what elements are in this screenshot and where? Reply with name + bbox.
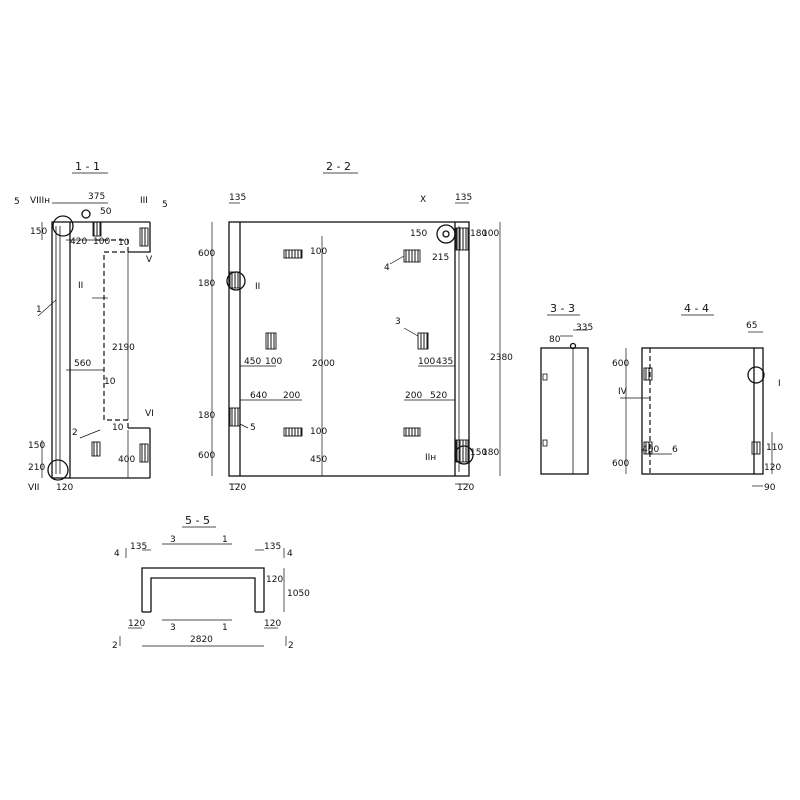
- label: 6: [672, 445, 678, 455]
- label: 10: [112, 423, 124, 433]
- label: 640: [250, 391, 267, 401]
- label: VII: [28, 483, 39, 493]
- section-5-5: 5 - 5 4 135 3 1 135 4 120 1050 120 3 1 1…: [112, 514, 310, 651]
- label: 335: [576, 323, 593, 333]
- label: 1050: [287, 589, 310, 599]
- title-3-3: 3 - 3: [550, 302, 575, 315]
- label: 420: [70, 237, 87, 247]
- label: 210: [28, 463, 45, 473]
- title-5-5: 5 - 5: [185, 514, 210, 527]
- label: 1: [222, 623, 228, 633]
- label: 4: [114, 549, 120, 559]
- label: 150: [30, 227, 47, 237]
- label: 200: [283, 391, 300, 401]
- label: 3: [170, 535, 176, 545]
- section-4-4: 4 - 4 65 600 IV I 6 400 600 110 120 90: [612, 302, 783, 493]
- label: 135: [130, 542, 147, 552]
- label: 120: [266, 575, 283, 585]
- label: 1: [36, 305, 42, 315]
- label: 520: [430, 391, 447, 401]
- label: 120: [229, 483, 246, 493]
- label: 180: [470, 229, 487, 239]
- label: 2820: [190, 635, 213, 645]
- label: 2190: [112, 343, 135, 353]
- label: 135: [264, 542, 281, 552]
- title-2-2: 2 - 2: [326, 160, 351, 173]
- label: 600: [198, 451, 215, 461]
- label: 375: [88, 192, 105, 202]
- label: 2380: [490, 353, 513, 363]
- section-2-2: 2 - 2 135: [198, 160, 513, 493]
- section-1-1: 1 - 1 5 VIIIн 37: [14, 160, 168, 493]
- section-3-3: 3 - 3 80 335: [540, 302, 593, 475]
- label: 150: [28, 441, 45, 451]
- label: 100: [93, 237, 110, 247]
- label: 600: [612, 459, 629, 469]
- label: 180: [198, 411, 215, 421]
- label: II: [255, 282, 260, 292]
- label: 5: [162, 200, 168, 210]
- label: 450: [244, 357, 261, 367]
- label: 4: [287, 549, 293, 559]
- label: VIIIн: [30, 196, 50, 206]
- label: 120: [56, 483, 73, 493]
- label: 100: [310, 247, 327, 257]
- label: 150: [470, 448, 487, 458]
- label: 5: [14, 197, 20, 207]
- label: 65: [746, 321, 757, 331]
- label: 450: [310, 455, 327, 465]
- label: 5: [250, 423, 256, 433]
- label: 435: [436, 357, 453, 367]
- label: 100: [310, 427, 327, 437]
- label: 2: [112, 641, 118, 651]
- label: X: [420, 195, 426, 205]
- label: 215: [432, 253, 449, 263]
- label: 600: [198, 249, 215, 259]
- label: 180: [482, 448, 499, 458]
- label: V: [146, 255, 153, 265]
- label: IIн: [425, 453, 436, 463]
- label: 10: [104, 377, 116, 387]
- label: 400: [642, 445, 659, 455]
- label: 100: [482, 229, 499, 239]
- label: 3: [395, 317, 401, 327]
- label: 120: [128, 619, 145, 629]
- label: 2: [72, 428, 78, 438]
- label: 200: [405, 391, 422, 401]
- label: 2000: [312, 359, 335, 369]
- label: 120: [457, 483, 474, 493]
- label: II: [78, 281, 83, 291]
- title-4-4: 4 - 4: [684, 302, 709, 315]
- label: 400: [118, 455, 135, 465]
- label: 110: [766, 443, 783, 453]
- label: 4: [384, 263, 390, 273]
- label: IV: [618, 387, 628, 397]
- label: 2: [288, 641, 294, 651]
- label: 600: [612, 359, 629, 369]
- label: 120: [764, 463, 781, 473]
- label: 90: [764, 483, 776, 493]
- label: 560: [74, 359, 91, 369]
- label: 50: [100, 207, 112, 217]
- label: 10: [118, 238, 130, 248]
- label: 1: [222, 535, 228, 545]
- label: 100: [265, 357, 282, 367]
- label: 135: [455, 193, 472, 203]
- label: 150: [410, 229, 427, 239]
- label: 135: [229, 193, 246, 203]
- label: 80: [549, 335, 561, 345]
- label: 120: [264, 619, 281, 629]
- label: VI: [145, 409, 154, 419]
- label: I: [778, 379, 781, 389]
- title-1-1: 1 - 1: [75, 160, 100, 173]
- label: 100: [418, 357, 435, 367]
- label: 180: [198, 279, 215, 289]
- label: III: [140, 196, 148, 206]
- label: 3: [170, 623, 176, 633]
